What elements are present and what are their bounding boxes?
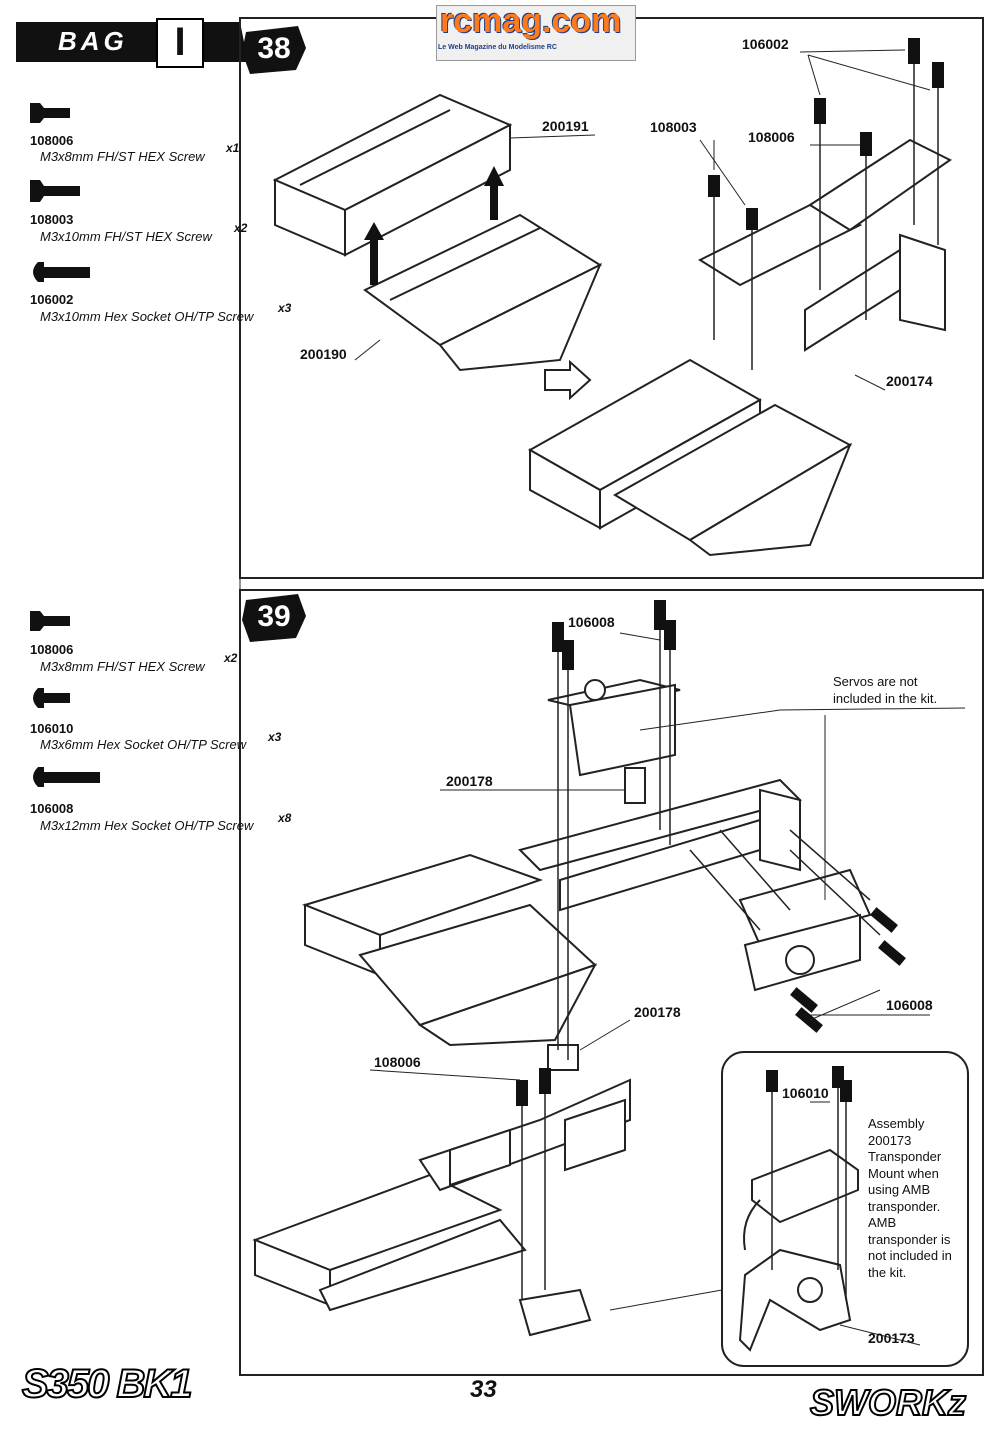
arrow-right-icon	[544, 359, 592, 401]
screw-flat-head-icon	[30, 103, 70, 123]
leader-lines-39	[369, 632, 966, 1346]
transponder	[743, 1148, 859, 1251]
callout-200190: 200190	[300, 346, 347, 362]
step39-badge-shape	[242, 594, 306, 642]
part-quantity: x8	[278, 811, 292, 825]
screw-hex-socket-icon	[33, 688, 70, 708]
part-description: M3x8mm FH/ST HEX Screw	[40, 149, 205, 164]
part-quantity: x1	[226, 141, 240, 155]
callout-108006: 108006	[374, 1054, 421, 1070]
assembled-chassis	[252, 1078, 631, 1337]
battery-box-top	[272, 93, 513, 257]
leader-lines	[354, 49, 931, 391]
part-quantity: x3	[278, 301, 292, 315]
servo-note: Servos are not included in the kit.	[833, 674, 938, 706]
step-number: 38	[257, 32, 291, 65]
part-quantity: x2	[224, 651, 238, 665]
part-quantity: x2	[234, 221, 248, 235]
battery-box-bottom	[363, 213, 603, 372]
part-description: M3x10mm Hex Socket OH/TP Screw	[40, 309, 254, 324]
servo-steering	[547, 678, 681, 777]
screw-icon	[708, 38, 944, 230]
screw-hex-socket-icon	[33, 262, 90, 282]
up-arrow-icon	[364, 166, 504, 285]
part-description: M3x6mm Hex Socket OH/TP Screw	[40, 737, 247, 752]
step38-badge-shape	[242, 26, 306, 74]
watermark-subtitle: Le Web Magazine du Modelisme RC	[438, 44, 557, 51]
callout-108003: 108003	[650, 119, 697, 135]
callout-106002: 106002	[742, 36, 789, 52]
part-quantity: x3	[268, 730, 282, 744]
part-description: M3x10mm FH/ST HEX Screw	[40, 229, 212, 244]
part-description: M3x12mm Hex Socket OH/TP Screw	[40, 818, 254, 833]
servo-mount-plate	[697, 138, 952, 352]
callout-200178: 200178	[634, 1004, 681, 1020]
callout-106008-top: 106008	[568, 614, 615, 630]
servo-saver-block	[547, 767, 646, 1071]
screw-flat-head-icon	[30, 611, 70, 631]
battery-box-assembled	[527, 358, 853, 557]
transponder-mount	[738, 1248, 852, 1352]
screw-icon	[516, 600, 906, 1106]
screw-flat-head-icon	[30, 180, 80, 202]
callout-106010: 106010	[782, 1085, 829, 1101]
screw-guide-lines-39	[521, 620, 881, 1300]
screw-guide-lines	[713, 45, 939, 370]
callout-106008-right: 106008	[886, 997, 933, 1013]
part-description: M3x8mm FH/ST HEX Screw	[40, 659, 205, 674]
part-code: 108006	[30, 642, 74, 657]
part-code: 108006	[30, 133, 74, 148]
callout-200173: 200173	[868, 1330, 915, 1346]
watermark-title: rcmag.com	[440, 2, 622, 40]
callout-200178: 200178	[446, 773, 493, 789]
battery-box-39	[301, 853, 598, 1047]
part-code: 106002	[30, 292, 74, 307]
bag-number: I	[156, 18, 204, 68]
callout-200174: 200174	[886, 373, 933, 389]
screw-guide-lines-inset	[771, 1075, 847, 1300]
model-logo: S350 BK1	[21, 1361, 194, 1407]
callout-108006: 108006	[748, 129, 795, 145]
servo-throttle	[738, 868, 872, 992]
part-code: 106010	[30, 721, 74, 736]
part-code: 106008	[30, 801, 74, 816]
transponder-note: Assembly 200173 Transponder Mount when u…	[868, 1116, 952, 1280]
bag-banner-shape	[16, 22, 248, 62]
brand-logo: SWORKz	[809, 1381, 967, 1424]
watermark-logo	[436, 5, 636, 61]
page-number: 33	[470, 1376, 497, 1403]
screw-hex-socket-icon	[33, 767, 100, 787]
bag-label: BAG	[58, 26, 128, 56]
screw-icon	[766, 1066, 852, 1102]
callout-200191: 200191	[542, 118, 589, 134]
part-code: 108003	[30, 212, 74, 227]
step-number: 39	[257, 600, 291, 633]
